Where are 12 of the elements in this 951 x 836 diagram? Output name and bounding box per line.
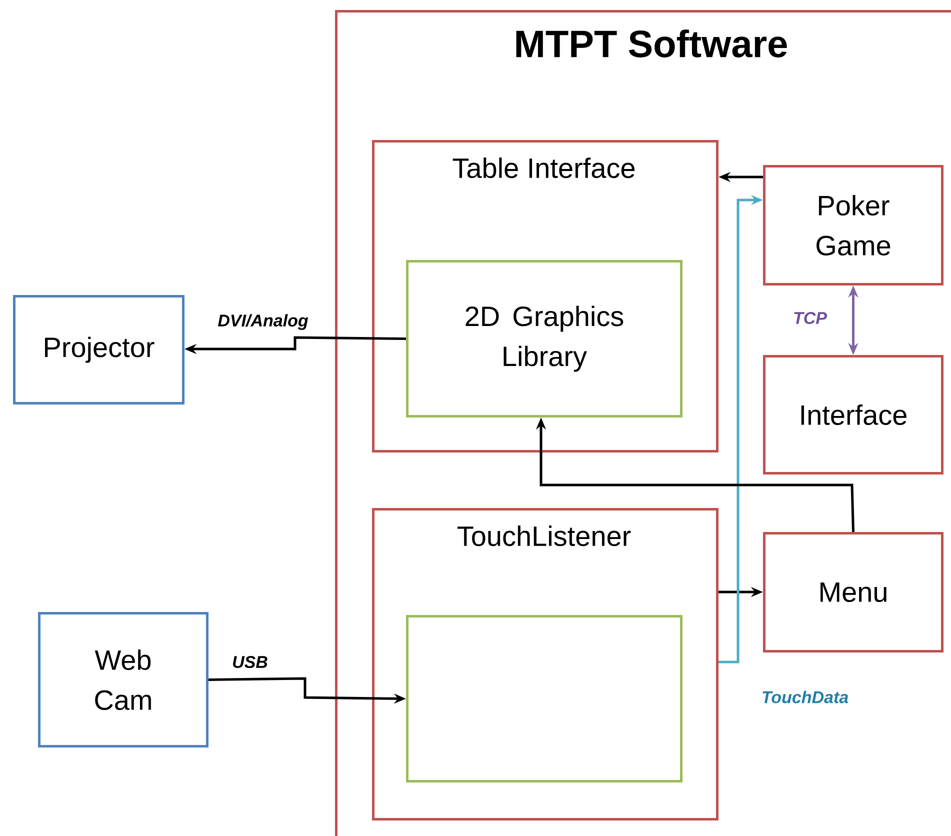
process-box: Interface xyxy=(763,355,944,474)
edge-label: USB xyxy=(233,656,268,668)
device-box: Web Cam xyxy=(38,612,208,748)
process-box: Poker Game xyxy=(763,165,944,286)
device-box: Projector xyxy=(13,295,184,404)
module-box: TouchListener xyxy=(372,508,718,820)
process-box: Menu xyxy=(763,532,944,652)
edge-label: TouchData xyxy=(762,690,848,704)
library-box xyxy=(406,615,682,782)
edge-label: DVI/Analog xyxy=(218,314,308,330)
library-box: 2D Graphics Library xyxy=(406,260,682,418)
edge-label: TCP xyxy=(794,312,828,324)
